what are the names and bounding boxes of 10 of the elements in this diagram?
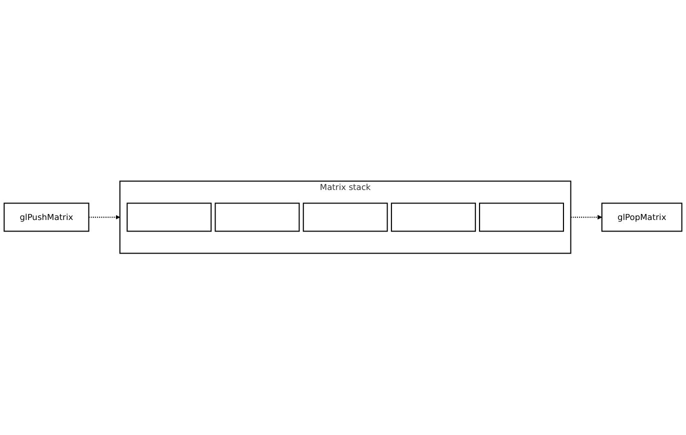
node-box [479, 202, 564, 232]
node-box: glPopMatrix [601, 202, 682, 232]
node-box [126, 202, 212, 232]
arrow [570, 215, 602, 220]
node-box [390, 202, 476, 232]
node-box [302, 202, 388, 232]
arrow [88, 215, 120, 220]
cluster: Matrix stack [119, 180, 572, 254]
node-box [214, 202, 300, 232]
node-box: glPushMatrix [4, 202, 90, 232]
